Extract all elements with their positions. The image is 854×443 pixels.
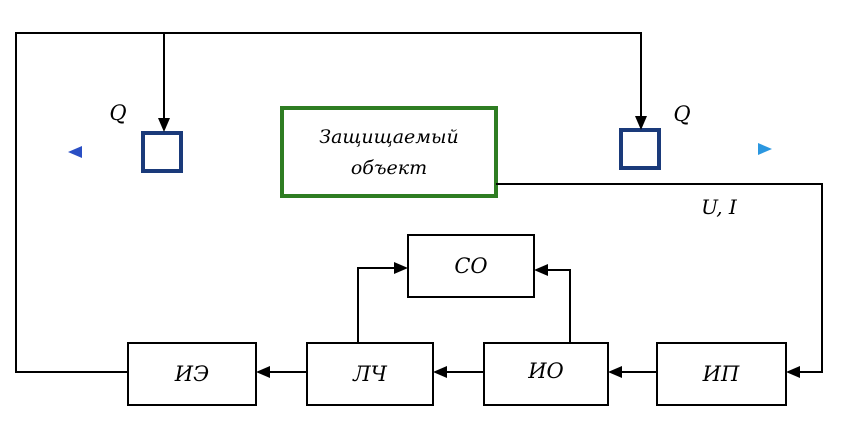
block-ie: [127, 342, 257, 406]
valve-right: [619, 128, 661, 170]
arrow-into-so-right-icon: [534, 264, 548, 276]
lch-to-so-line: [357, 267, 398, 343]
control-lines: [15, 32, 823, 373]
measurement-line: [496, 183, 823, 373]
protected-object-box: [280, 106, 498, 198]
flow-label-left: Q: [109, 101, 126, 125]
block-so-label: СО: [454, 254, 487, 278]
arrowheads: [158, 116, 800, 378]
flow-label-right: Q: [673, 102, 690, 126]
block-ip: [656, 342, 787, 406]
arrow-into-lch-icon: [433, 366, 447, 378]
block-lch-label: ЛЧ: [352, 362, 388, 386]
block-io: [483, 342, 609, 406]
arrow-into-io-icon: [608, 366, 622, 378]
block-ip-label: ИП: [702, 362, 740, 386]
protected-object-line2: объект: [351, 157, 427, 179]
arrow-into-so-left-icon: [394, 262, 408, 274]
io-to-so-line: [544, 269, 571, 343]
measurement-label: U, I: [701, 195, 738, 219]
arrow-into-ie-icon: [256, 366, 270, 378]
flow-arrow-left-icon: [68, 146, 82, 158]
block-so: [407, 234, 535, 298]
block-lch: [306, 342, 434, 406]
arrow-down-right-valve-icon: [635, 116, 647, 130]
feedback-line-top: [15, 32, 642, 373]
valve-left: [141, 131, 183, 173]
block-io-label: ИО: [527, 359, 564, 383]
arrow-down-left-valve-icon: [158, 118, 170, 132]
arrow-into-ip-icon: [786, 366, 800, 378]
flow-arrow-right-icon: [758, 143, 772, 155]
block-ie-label: ИЭ: [174, 362, 209, 386]
protected-object-line1: Защищаемый: [319, 126, 458, 148]
